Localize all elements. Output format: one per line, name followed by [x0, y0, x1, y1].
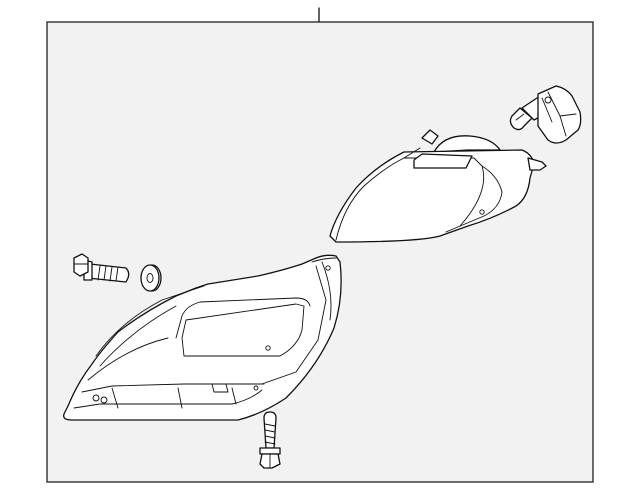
bulb-icon[interactable] [509, 85, 582, 144]
fog-lamp-assembly-icon[interactable] [329, 129, 547, 243]
bolt-icon[interactable] [73, 253, 130, 283]
washer-icon[interactable] [140, 264, 162, 292]
vertical-screw-icon[interactable] [259, 411, 281, 469]
headlamp-bracket-icon[interactable] [63, 254, 342, 421]
